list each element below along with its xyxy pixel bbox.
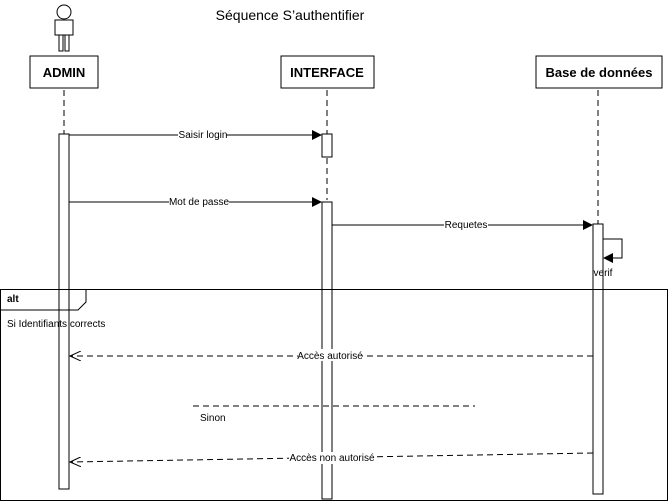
participant-admin-label: ADMIN: [43, 65, 86, 80]
password-label-bg: [169, 195, 229, 207]
activation-admin: [58, 133, 70, 490]
activation-database: [592, 223, 604, 495]
denied-label-bg: [289, 452, 375, 464]
requests-label-bg: [444, 218, 488, 230]
granted-label-bg: [298, 349, 362, 361]
message-login-label: Saisir login: [179, 130, 228, 141]
participant-interface: INTERFACE: [280, 55, 375, 89]
fragment-guard: Si Identifiants corrects: [7, 319, 105, 330]
message-verify-label: verif: [594, 268, 613, 279]
message-requests-label: Requetes: [445, 220, 488, 231]
activation-bars: [58, 133, 604, 500]
participant-interface-label: INTERFACE: [290, 65, 364, 80]
participant-database-label: Base de données: [546, 65, 653, 80]
messages: [69, 130, 623, 263]
verify-arrowhead: [603, 253, 613, 263]
activation-interface-1: [321, 133, 333, 158]
lifelines: [63, 90, 599, 224]
fragment-else-label: Sinon: [200, 413, 226, 424]
diagram-title: Séquence S’authentifier: [216, 7, 365, 23]
fragment-operator: alt: [7, 294, 19, 305]
actor-icon: [54, 4, 74, 52]
login-label-bg: [178, 128, 226, 140]
alt-fragment: alt Si Identifiants corrects Sinon: [0, 289, 668, 501]
return-denied-label: Accès non autorisé: [289, 453, 374, 464]
participant-admin: ADMIN: [29, 55, 99, 89]
message-password-label: Mot de passe: [169, 197, 229, 208]
participant-database: Base de données: [535, 55, 663, 89]
message-verify-arrow: [603, 238, 623, 259]
return-granted-label: Accès autorisé: [297, 351, 363, 362]
